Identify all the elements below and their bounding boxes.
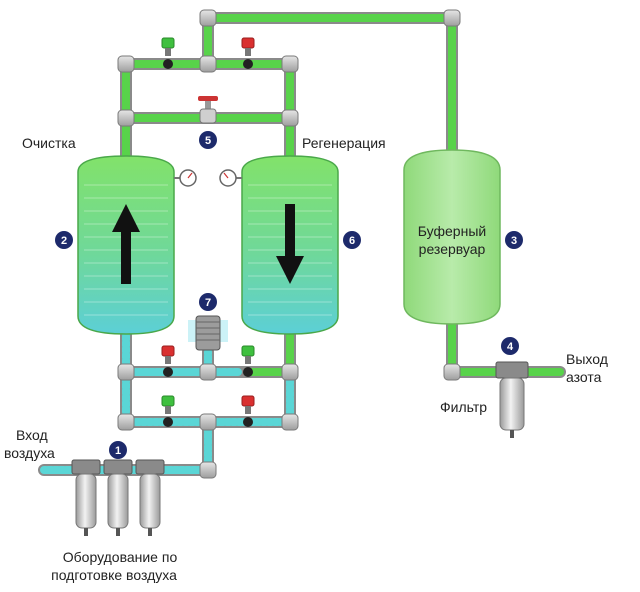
valve-open-icon — [241, 345, 255, 377]
arrow-up-icon — [112, 204, 140, 284]
valve-closed-icon — [241, 395, 255, 427]
valve-closed-icon — [161, 345, 175, 377]
buffer-tank — [403, 149, 501, 325]
valve-open-icon — [161, 395, 175, 427]
adsorber-vessel-left — [77, 155, 175, 335]
valves — [161, 37, 255, 427]
label-regeneration: Регенерация — [302, 135, 386, 151]
label-air-in-line2: воздуха — [4, 445, 55, 461]
label-nitrogen-out-line2: азота — [566, 369, 602, 385]
valve-open-icon — [161, 37, 175, 69]
label-filter: Фильтр — [440, 399, 487, 415]
filter-housing-icon — [71, 459, 101, 536]
svg-text:3: 3 — [511, 235, 517, 247]
badge-3: 3 — [505, 231, 523, 249]
label-nitrogen-out-line1: Выход — [566, 351, 608, 367]
filter-housing-icon — [135, 459, 165, 536]
air-preparation-filters — [71, 459, 165, 536]
svg-text:1: 1 — [115, 445, 121, 457]
silencer-icon — [188, 315, 228, 351]
label-purification: Очистка — [22, 135, 76, 151]
pipe-fittings — [117, 9, 461, 479]
svg-text:7: 7 — [205, 297, 211, 309]
badge-2: 2 — [55, 231, 73, 249]
label-air-prep-line1: Оборудование по — [63, 549, 178, 565]
label-air-in-line1: Вход — [16, 427, 48, 443]
label-buffer-line2: резервуар — [419, 241, 486, 257]
badge-1: 1 — [109, 441, 127, 459]
svg-text:4: 4 — [507, 341, 514, 353]
purge-valve-icon — [198, 96, 218, 124]
pressure-gauge-icon — [174, 169, 197, 187]
svg-text:6: 6 — [349, 235, 355, 247]
badge-5: 5 — [199, 131, 217, 149]
nitrogen-filter-icon — [495, 361, 529, 438]
valve-closed-icon — [241, 37, 255, 69]
badge-7: 7 — [199, 293, 217, 311]
filter-housing-icon — [103, 459, 133, 536]
badge-4: 4 — [501, 337, 519, 355]
svg-text:5: 5 — [205, 135, 211, 147]
svg-text:2: 2 — [61, 235, 67, 247]
pressure-gauge-icon — [219, 169, 242, 187]
label-buffer-line1: Буферный — [418, 223, 486, 239]
arrow-down-icon — [276, 204, 304, 284]
adsorber-vessel-right — [241, 155, 339, 335]
label-air-prep-line2: подготовке воздуха — [51, 567, 177, 583]
badge-6: 6 — [343, 231, 361, 249]
